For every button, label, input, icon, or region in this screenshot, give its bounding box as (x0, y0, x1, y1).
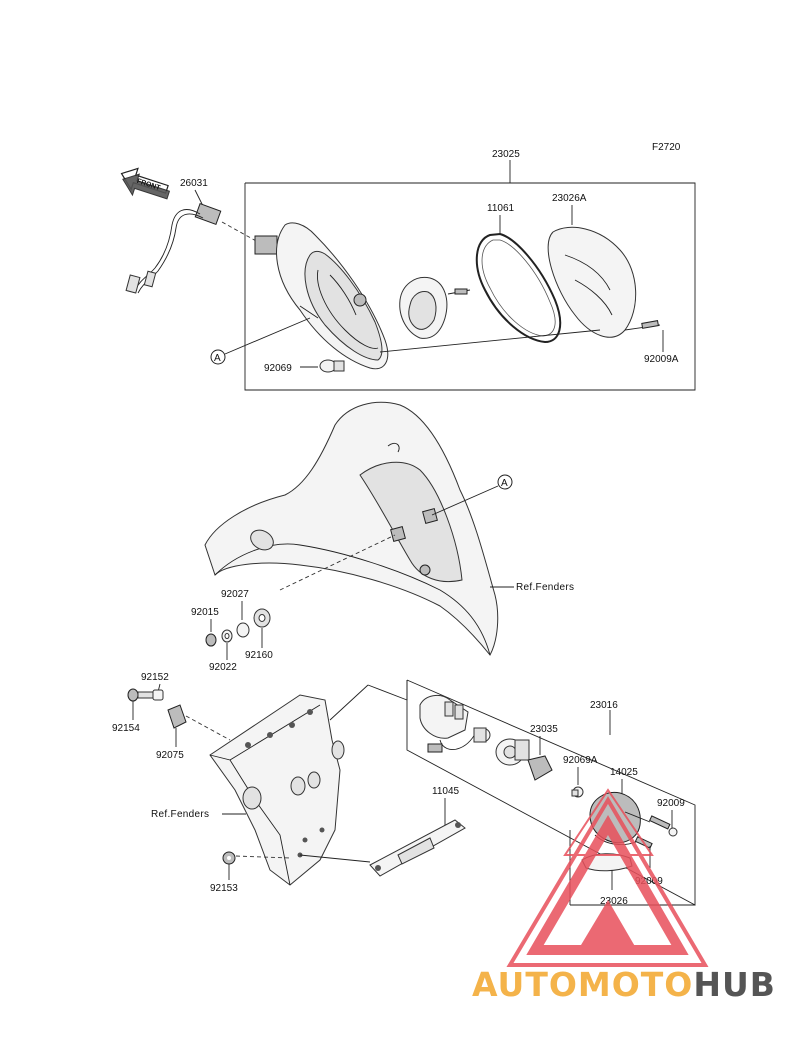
license-light-socket (419, 694, 491, 753)
rear-fender (204, 401, 499, 656)
bracket-hole-icon (290, 776, 306, 796)
ref-fenders-label-1[interactable]: Ref.Fenders (516, 582, 574, 593)
license-bracket (209, 684, 408, 886)
tail-light-assembly-box: 23025 (244, 149, 696, 391)
bulb-92069A: 92069A (563, 755, 598, 798)
callout-23026A[interactable]: 23026A (552, 193, 587, 204)
callout-92069[interactable]: 92069 (264, 363, 292, 374)
callout-23016[interactable]: 23016 (590, 700, 618, 711)
screw-92009A-icon (641, 320, 659, 329)
front-arrow: FRONT (120, 167, 171, 200)
callout-92154[interactable]: 92154 (112, 723, 140, 734)
callout-11045[interactable]: 11045 (432, 786, 460, 797)
rubber-damper-icon (167, 704, 187, 729)
bracket-fasteners: 92152 92154 92075 (112, 672, 231, 761)
spacer-icon (137, 691, 155, 699)
socket-clip-icon (527, 755, 553, 781)
ref-fenders-label-2[interactable]: Ref.Fenders (151, 809, 209, 820)
bulb-92069: 92069 (264, 359, 345, 374)
callout-92009-b[interactable]: 92009 (635, 876, 663, 887)
socket-23035: 23035 (495, 724, 558, 781)
ref-fenders-top: Ref.Fenders (490, 582, 574, 593)
screw-92009-a-icon (649, 815, 671, 830)
ref-fenders-bottom: Ref.Fenders (151, 809, 246, 820)
callout-23035[interactable]: 23035 (530, 724, 558, 735)
box-23025-outline (244, 182, 696, 391)
callout-92022[interactable]: 92022 (209, 662, 237, 673)
callout-92069A[interactable]: 92069A (563, 755, 598, 766)
wire-harness-26031: 26031 (125, 178, 278, 294)
fastener-stack: 92027 92015 92022 92160 (191, 589, 273, 673)
callout-92160[interactable]: 92160 (245, 650, 273, 661)
bracket-body (209, 694, 341, 886)
screw-icon (454, 288, 468, 295)
mount-hole-icon (390, 526, 406, 542)
terminal-icon (125, 274, 141, 294)
bolt-head-icon (127, 688, 139, 702)
callout-23025[interactable]: 23025 (492, 149, 520, 160)
socket-connector-icon (254, 235, 278, 255)
callout-92075[interactable]: 92075 (156, 750, 184, 761)
lens-23026A: 23026A (379, 193, 637, 353)
fender-body (204, 401, 499, 656)
callout-92015[interactable]: 92015 (191, 607, 219, 618)
plate-11045: 11045 (299, 786, 466, 877)
callout-92153[interactable]: 92153 (210, 883, 238, 894)
callout-92027[interactable]: 92027 (221, 589, 249, 600)
diagram-code: F2720 (652, 142, 681, 153)
wire-connector-icon (427, 743, 443, 753)
callout-92009A[interactable]: 92009A (644, 354, 679, 365)
reference-a-top: A (210, 317, 311, 365)
reflector (399, 276, 471, 339)
connector-icon (194, 203, 222, 225)
ref-a-mid-label[interactable]: A (501, 478, 508, 489)
tail-light-housing (276, 222, 389, 370)
callout-23026[interactable]: 23026 (600, 896, 628, 907)
callout-92009-a[interactable]: 92009 (657, 798, 685, 809)
watermark-part2: HUB (693, 965, 776, 1004)
watermark-text: AUTOMOTOHUB (472, 965, 776, 1004)
screw-92009A: 92009A (624, 320, 679, 365)
watermark: AUTOMOTOHUB (472, 788, 776, 1004)
callout-14025[interactable]: 14025 (610, 767, 638, 778)
gasket-11061: 11061 (475, 203, 562, 344)
nut-92153: 92153 (210, 851, 291, 894)
grommet-icon (236, 622, 250, 638)
gasket-ring (475, 232, 562, 344)
lens-body (547, 226, 637, 338)
bulb-socket-icon (353, 293, 367, 307)
watermark-logo-icon (506, 788, 709, 967)
nut-icon (205, 633, 217, 647)
callout-92152[interactable]: 92152 (141, 672, 169, 683)
reference-a-mid: A (431, 474, 513, 516)
callout-11061[interactable]: 11061 (487, 203, 515, 214)
ref-a-top-label[interactable]: A (214, 353, 221, 364)
callout-26031[interactable]: 26031 (180, 178, 208, 189)
watermark-part1: AUTOMOTO (472, 965, 693, 1004)
